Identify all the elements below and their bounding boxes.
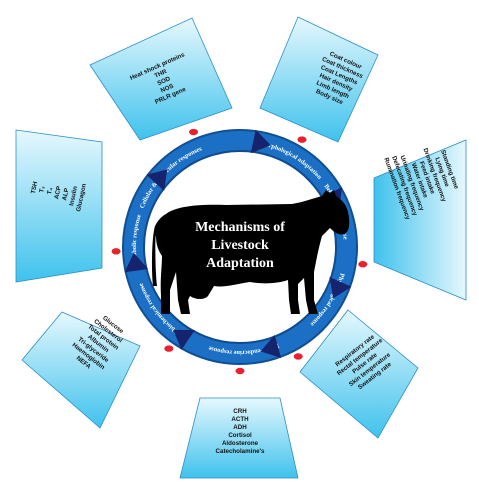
neuroendocrine-item: Catecholamine's <box>216 448 265 455</box>
connector-dot <box>293 353 303 360</box>
ring-arrowhead-icon <box>173 329 195 350</box>
metabolic-item: Insulin <box>68 185 79 206</box>
connector-dot <box>297 136 307 143</box>
center-title-line-1: Mechanisms of <box>195 220 285 235</box>
connector-dot <box>111 248 121 255</box>
neuroendocrine-item: ACTH <box>231 416 249 423</box>
neuroendocrine-item: ADH <box>233 424 247 431</box>
cow-silhouette-icon <box>151 190 350 314</box>
ring-label-metabolic: Metabolic response <box>131 214 143 268</box>
metabolic-item: TSH <box>30 180 40 194</box>
process-ring <box>122 129 358 365</box>
ring-arrowhead-icon <box>146 169 168 191</box>
ring-arrowhead-icon <box>329 277 352 299</box>
panel-neuroendocrine: CRHACTHADHCortisolAldosteroneCatecholami… <box>179 397 299 479</box>
connector-dot <box>358 261 368 268</box>
neuroendocrine-item: Cortisol <box>228 432 252 439</box>
metabolic-item: T₄ <box>46 187 54 195</box>
metabolic-item: ACP <box>53 186 63 200</box>
center-title-line-3: Adaptation <box>206 256 274 271</box>
connector-dots <box>111 128 368 375</box>
connector-dot <box>235 367 245 375</box>
metabolic-item: T₃ <box>38 185 46 193</box>
cellular-item: THR <box>153 68 168 80</box>
connector-dot <box>164 345 174 352</box>
connector-dot <box>189 128 199 136</box>
neuroendocrine-item: Aldosterone <box>222 440 259 447</box>
cellular-item: NOS <box>160 83 175 95</box>
center-title: Mechanisms of Livestock Adaptation <box>195 220 285 271</box>
ring-arrowhead-icon <box>260 334 282 358</box>
ring-arrowhead-icon <box>124 252 149 273</box>
center-title-line-2: Livestock <box>211 238 269 253</box>
ring-arrowhead-icon <box>250 129 271 154</box>
metabolic-item: ALP <box>61 188 70 202</box>
neuroendocrine-item: CRH <box>233 408 247 415</box>
